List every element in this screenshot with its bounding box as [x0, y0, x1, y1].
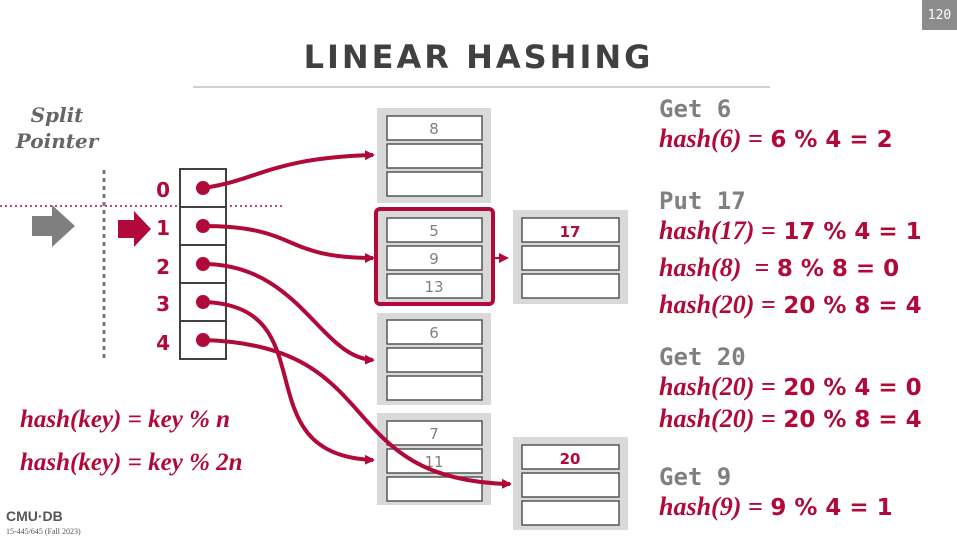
- bucket-1-value-2: 13: [424, 278, 443, 296]
- overflow-1-cell-2: [521, 273, 620, 299]
- pointer-dot-4: [196, 333, 210, 347]
- op-get9-line-0: hash(9) = 9 % 4 = 1: [659, 492, 893, 523]
- bucket-1-value-0: 5: [429, 222, 439, 240]
- pointer-arrow-4: [202, 338, 512, 489]
- op-put17-call-2: hash(20) =: [659, 290, 776, 319]
- op-get20-result-0: 20 % 4 = 0: [783, 375, 922, 401]
- op-put17-line-2: hash(20) = 20 % 8 = 4: [659, 290, 922, 321]
- bucket-3-value-0: 7: [429, 425, 439, 443]
- op-put17-result-0: 17 % 4 = 1: [783, 219, 922, 245]
- pointer-arrow-0: [202, 150, 375, 190]
- op-put17-result-2: 20 % 8 = 4: [783, 293, 922, 319]
- bucket-1-cell-2: [386, 273, 483, 299]
- overflow-3-cell-2: [521, 500, 620, 526]
- overflow-3-cell-0: [521, 444, 620, 470]
- op-get6-header: Get 6: [659, 95, 732, 123]
- op-get9-result-0: 9 % 4 = 1: [770, 495, 893, 521]
- pointer-dot-3: [196, 295, 210, 309]
- title-divider: [193, 86, 770, 88]
- op-put17-result-1: 8 % 8 = 0: [776, 256, 900, 282]
- pointer-arrow-3: [202, 300, 375, 465]
- split-pointer-label: Split Pointer: [12, 102, 102, 154]
- pointer-dot-0: [196, 181, 210, 195]
- op-get20-header: Get 20: [659, 343, 746, 371]
- op-get20-line-0: hash(20) = 20 % 4 = 0: [659, 372, 922, 403]
- pointer-dot-1: [196, 219, 210, 233]
- bucket-1-cell-0: [386, 217, 483, 243]
- pointer-arrow-1: [202, 224, 375, 263]
- overflow-1-value-0: 17: [560, 223, 581, 241]
- op-get20-call-1: hash(20) =: [659, 404, 776, 433]
- op-get9-header: Get 9: [659, 463, 732, 491]
- op-put17-header: Put 17: [659, 187, 746, 215]
- course-label: 15-445/645 (Fall 2023): [6, 527, 81, 536]
- bucket-0-cell-1: [386, 143, 483, 169]
- bucket-2-cell-2: [386, 375, 483, 401]
- split-pointer-label-line1: Split: [30, 103, 84, 127]
- op-get6-result-0: 6 % 4 = 2: [770, 127, 893, 153]
- hash-function-n: hash(key) = key % n: [20, 406, 231, 433]
- slot-label-3: 3: [156, 292, 170, 316]
- bucket-0-cell-0: [386, 115, 483, 141]
- op-put17-call-1: hash(8) =: [659, 253, 770, 282]
- split-pointer-arrow-icon: [118, 211, 151, 247]
- op-get20-line-1: hash(20) = 20 % 8 = 4: [659, 404, 922, 435]
- overflow-1-cell-0: [521, 217, 620, 243]
- slot-label-0: 0: [156, 178, 170, 202]
- pointer-dot-2: [196, 257, 210, 271]
- slot-label-4: 4: [156, 331, 170, 355]
- bucket-0-cell-2: [386, 171, 483, 197]
- bucket-0-value-0: 8: [429, 120, 439, 138]
- slide-title: LINEAR HASHING: [303, 38, 654, 76]
- bucket-1-highlight: [374, 207, 495, 306]
- gray-arrow-icon: [32, 205, 75, 247]
- slot-label-2: 2: [156, 255, 170, 279]
- bucket-2-cell-0: [386, 319, 483, 345]
- op-put17-line-1: hash(8) = 8 % 8 = 0: [659, 253, 899, 284]
- overflow-3-value-0: 20: [560, 450, 581, 468]
- cmu-db-logo: CMU·DB: [6, 508, 63, 524]
- pointer-arrow-2: [202, 262, 375, 365]
- split-pointer-label-line2: Pointer: [15, 129, 99, 153]
- bucket-1-value-1: 9: [429, 250, 439, 268]
- op-get9-call-0: hash(9) =: [659, 492, 763, 521]
- slot-label-1: 1: [156, 216, 170, 240]
- op-get6-line-0: hash(6) = 6 % 4 = 2: [659, 124, 893, 155]
- slide-number: 120: [922, 0, 957, 30]
- op-put17-line-0: hash(17) = 17 % 4 = 1: [659, 216, 922, 247]
- bucket-2-value-0: 6: [429, 324, 439, 342]
- overflow-1-cell-1: [521, 245, 620, 271]
- bucket-1-cell-1: [386, 245, 483, 271]
- hash-function-2n: hash(key) = key % 2n: [20, 449, 243, 476]
- overflow-3-cell-1: [521, 472, 620, 498]
- op-get20-call-0: hash(20) =: [659, 372, 776, 401]
- op-put17-call-0: hash(17) =: [659, 216, 776, 245]
- op-get6-call-0: hash(6) =: [659, 124, 763, 153]
- op-get20-result-1: 20 % 8 = 4: [783, 407, 922, 433]
- bucket-2-cell-1: [386, 347, 483, 373]
- bucket-3-value-1: 11: [424, 453, 443, 471]
- bucket-3-cell-0: [386, 420, 483, 446]
